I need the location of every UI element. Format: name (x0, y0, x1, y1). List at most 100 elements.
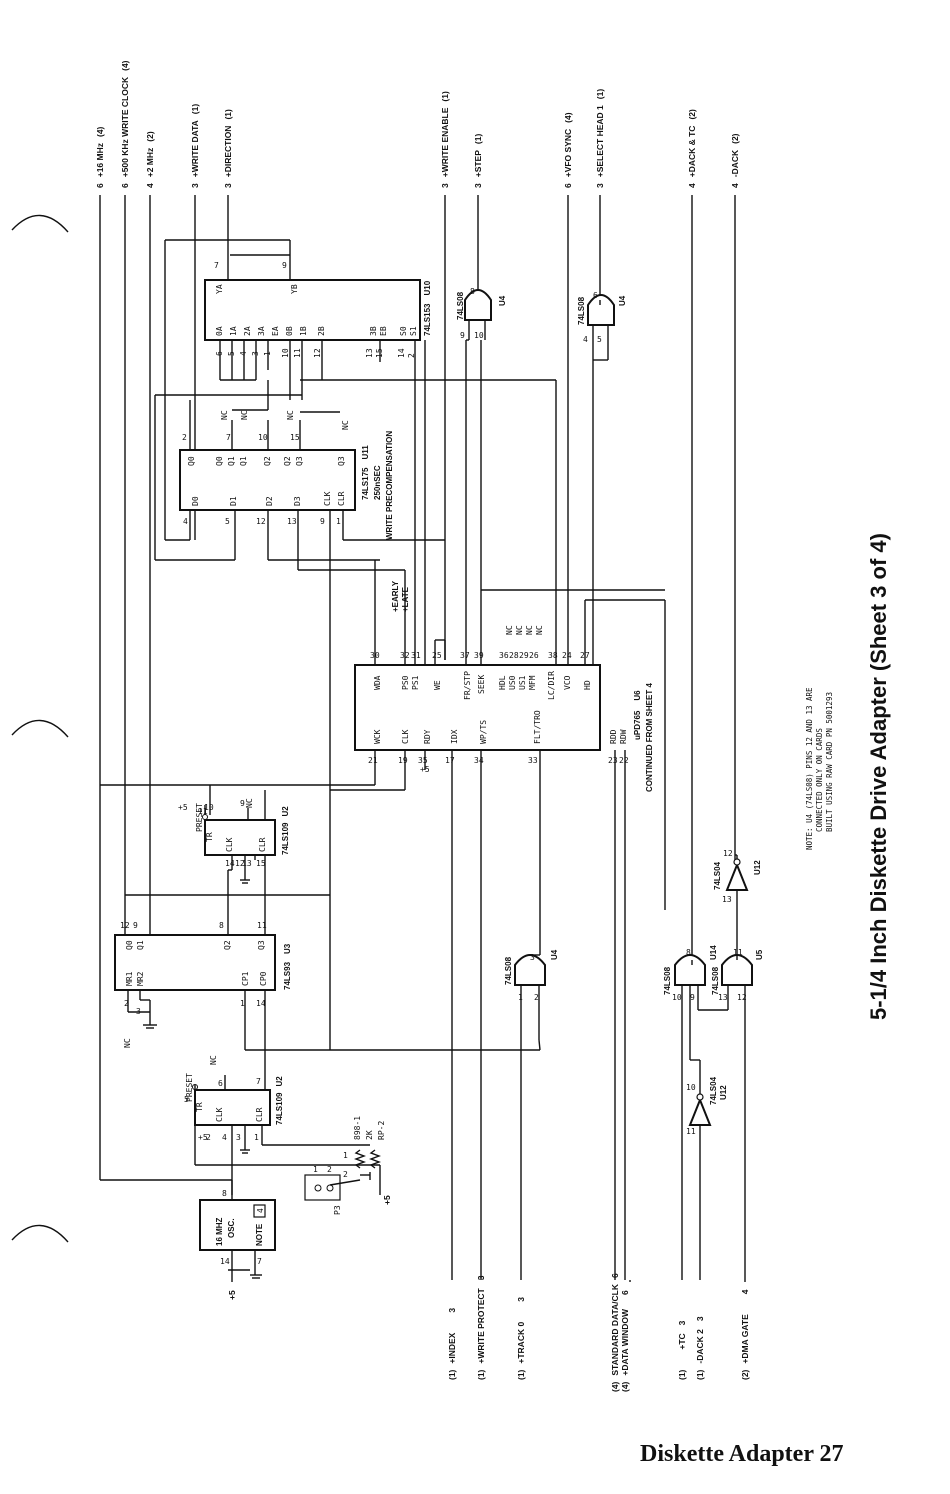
svg-text:74LS93U3: 74LS93U3 (283, 943, 292, 990)
svg-text:38: 38 (548, 651, 558, 660)
svg-text:15: 15 (256, 859, 266, 868)
svg-text:15: 15 (375, 348, 384, 358)
bottom-signal-6: (1)-DACK 23 (695, 1316, 705, 1380)
bottom-signal-lines (629, 1280, 746, 1282)
osc-pin-numbers: 14 8 7 +5 (220, 1189, 262, 1300)
svg-text:Q1: Q1 (227, 456, 236, 466)
svg-text:BUILT USING RAW CARD PN 500129: BUILT USING RAW CARD PN 5001293 (825, 692, 834, 832)
svg-text:0B: 0B (285, 326, 294, 336)
svg-text:NC: NC (286, 410, 295, 420)
svg-text:74LS08: 74LS08 (504, 956, 513, 985)
svg-text:898-1: 898-1 (353, 1116, 362, 1140)
svg-text:74LS08: 74LS08 (711, 966, 720, 995)
svg-text:WRITE PRECOMPENSATION: WRITE PRECOMPENSATION (385, 431, 394, 540)
svg-text:12: 12 (235, 859, 245, 868)
svg-text:23: 23 (608, 756, 618, 765)
svg-text:1: 1 (254, 1133, 259, 1142)
svg-text:NC: NC (535, 625, 544, 635)
bottom-signal-0: (1)+INDEX3 (447, 1308, 457, 1380)
svg-text:12: 12 (120, 921, 130, 930)
svg-text:10: 10 (672, 993, 682, 1002)
svg-text:OSC.: OSC. (227, 1218, 236, 1238)
svg-text:4: 4 (256, 1208, 265, 1213)
svg-text:14: 14 (225, 859, 235, 868)
svg-text:Q3: Q3 (257, 940, 266, 950)
svg-text:14: 14 (256, 999, 266, 1008)
svg-text:11: 11 (733, 948, 743, 957)
svg-text:U14: U14 (709, 945, 718, 960)
svg-text:14: 14 (397, 348, 406, 358)
svg-text:5: 5 (184, 1095, 189, 1104)
svg-text:5: 5 (225, 517, 230, 526)
svg-text:CP0: CP0 (259, 971, 268, 986)
svg-text:YA: YA (215, 284, 224, 294)
top-signal-1: 6+500 KHz WRITE CLOCK(4) (120, 60, 130, 188)
svg-text:MR2: MR2 (136, 971, 145, 986)
svg-text:U4: U4 (550, 949, 559, 960)
svg-text:1A: 1A (229, 326, 238, 336)
svg-text:3: 3 (136, 1007, 141, 1016)
svg-text:32: 32 (400, 651, 410, 660)
svg-text:YB: YB (290, 284, 299, 294)
sheet-margin-marks (11, 214, 69, 1243)
svg-text:D2: D2 (265, 496, 274, 506)
svg-text:Q0: Q0 (187, 456, 196, 466)
svg-text:U12: U12 (719, 1085, 728, 1100)
svg-text:+5: +5 (178, 803, 188, 812)
svg-text:CLK: CLK (215, 1107, 224, 1122)
svg-text:CLR: CLR (255, 1107, 264, 1122)
svg-text:74LS04: 74LS04 (713, 861, 722, 890)
svg-text:8: 8 (686, 948, 691, 957)
svg-text:25: 25 (432, 651, 442, 660)
svg-text:NC: NC (525, 625, 534, 635)
svg-text:U5: U5 (755, 949, 764, 960)
svg-text:9: 9 (320, 517, 325, 526)
svg-text:74LS08: 74LS08 (663, 966, 672, 995)
svg-text:39: 39 (474, 651, 484, 660)
svg-text:PRESET: PRESET (185, 1073, 194, 1102)
svg-text:Q0: Q0 (215, 456, 224, 466)
svg-text:PS1: PS1 (411, 675, 420, 690)
svg-text:31: 31 (411, 651, 421, 660)
svg-text:Q2: Q2 (263, 456, 272, 466)
svg-text:34: 34 (474, 756, 484, 765)
top-signal-7: 6+VFO SYNC(4) (563, 112, 573, 188)
svg-text:S1: S1 (409, 326, 418, 336)
svg-text:CLK: CLK (323, 491, 332, 506)
svg-text:Q3: Q3 (337, 456, 346, 466)
svg-text:CP1: CP1 (241, 971, 250, 986)
svg-text:8: 8 (470, 287, 475, 296)
svg-text:4: 4 (583, 335, 588, 344)
svg-text:12: 12 (256, 517, 266, 526)
svg-text:10: 10 (686, 1083, 696, 1092)
chip-u3: Q0 Q1 Q2 Q3 MR1 MR2 CP1 CP0 74LS93U3 (114, 790, 540, 1085)
gate-u5: 74LS08 U5 13 12 11 (698, 890, 764, 1280)
svg-text:4: 4 (183, 517, 188, 526)
svg-text:WCK: WCK (373, 729, 382, 744)
bottom-signal-2: (1)+TRACK 03 (516, 1297, 526, 1380)
chip-u2-lower: TR CLK CLR PRESET 74LS109U2 (185, 1073, 380, 1195)
page-title: 5-1/4 Inch Diskette Drive Adapter (Sheet… (866, 533, 891, 1020)
svg-text:RDY: RDY (423, 729, 432, 744)
svg-text:WDA: WDA (373, 675, 382, 690)
svg-text:Q2: Q2 (223, 940, 232, 950)
svg-text:16 MHZ: 16 MHZ (215, 1217, 224, 1246)
svg-text:NC: NC (505, 625, 514, 635)
gate-u14: 74LS08 U14 10 9 8 (663, 945, 718, 1280)
svg-text:7: 7 (226, 433, 231, 442)
top-signal-4: 3+DIRECTION(1) (223, 109, 233, 188)
svg-text:Q1: Q1 (136, 940, 145, 950)
svg-text:1: 1 (313, 1165, 318, 1174)
svg-text:CLR: CLR (258, 837, 267, 852)
svg-text:74LS175U11: 74LS175U11 (361, 445, 370, 500)
bottom-signal-labels: (1)+INDEX3 (1)+WRITE PROTECT3 (1)+TRACK … (447, 1273, 750, 1392)
svg-text:US1: US1 (518, 675, 527, 690)
svg-text:13: 13 (287, 517, 297, 526)
svg-text:17: 17 (445, 756, 455, 765)
svg-text:11: 11 (686, 1127, 696, 1136)
svg-text:U12: U12 (753, 860, 762, 875)
gate-u4-select-head: 74LS08 U4 4 5 6 (577, 291, 627, 665)
svg-text:250nSEC: 250nSEC (373, 465, 382, 500)
svg-text:NC: NC (245, 798, 254, 808)
